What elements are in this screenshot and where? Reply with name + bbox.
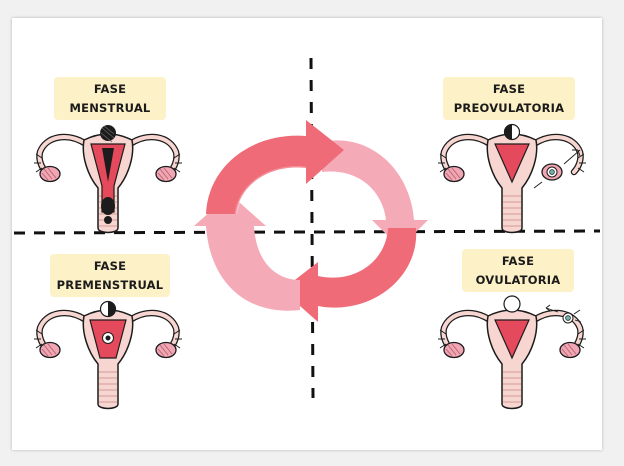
- horizontal-divider: [13, 229, 601, 235]
- moon-full-icon: [503, 295, 521, 313]
- uterus-menstrual: [34, 134, 182, 233]
- label-fase-ovulatoria-line1: FASE: [501, 254, 535, 268]
- label-fase-premenstrual: FASE PREMENSTRUAL: [50, 254, 170, 297]
- uterus-ovulatoria: [438, 304, 586, 409]
- uterus-preovulatoria: [438, 134, 586, 233]
- cycle-arrows: [194, 120, 428, 322]
- uterus-premenstrual: [34, 310, 182, 409]
- label-fase-preovulatoria-line2: PREOVULATORIA: [453, 101, 565, 115]
- label-fase-ovulatoria-line2: OVULATORIA: [475, 273, 561, 287]
- label-fase-menstrual-line2: MENSTRUAL: [69, 101, 151, 115]
- arrow-segment-bottom-right: [282, 228, 417, 322]
- label-fase-menstrual: FASE MENSTRUAL: [54, 77, 166, 120]
- arrow-segment-top-right: [322, 140, 428, 248]
- vertical-divider: [309, 57, 315, 399]
- moon-first-quarter-icon: [503, 123, 521, 141]
- label-fase-menstrual-line1: FASE: [93, 82, 127, 96]
- label-fase-preovulatoria: FASE PREOVULATORIA: [443, 77, 575, 120]
- label-fase-premenstrual-line2: PREMENSTRUAL: [56, 278, 164, 292]
- arrow-segment-bottom-left: [194, 194, 300, 311]
- moon-new-icon: [99, 125, 116, 143]
- label-fase-premenstrual-line1: FASE: [93, 259, 127, 273]
- label-fase-ovulatoria: FASE OVULATORIA: [462, 249, 574, 292]
- label-fase-preovulatoria-line1: FASE: [492, 82, 526, 96]
- arrow-segment-top-left: [206, 120, 344, 214]
- moon-last-quarter-icon: [99, 300, 117, 318]
